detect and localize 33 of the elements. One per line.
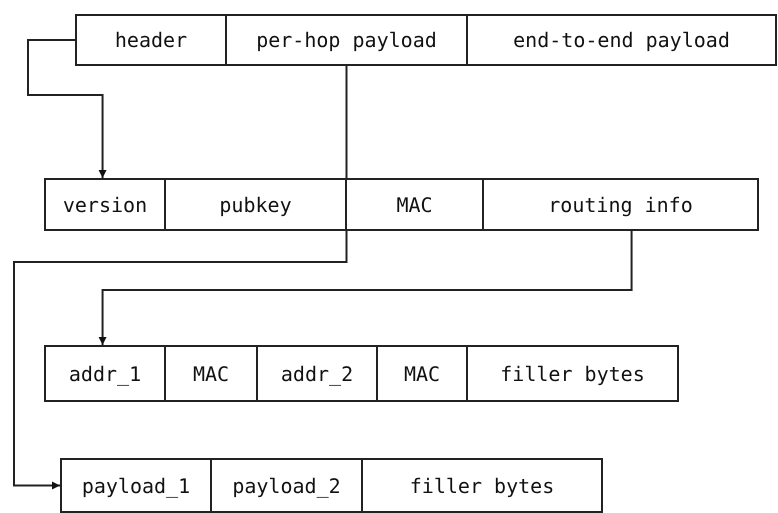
field-cell bbox=[466, 14, 777, 66]
field-label: version bbox=[62, 192, 148, 216]
field-label: filler bytes bbox=[500, 362, 645, 386]
field-label: payload_1 bbox=[82, 474, 190, 498]
field-cell bbox=[466, 345, 679, 402]
field-cell bbox=[225, 14, 468, 66]
field-label: filler bytes bbox=[410, 474, 554, 498]
field-label: addr_1 bbox=[68, 362, 142, 386]
field-cell bbox=[361, 458, 603, 513]
field-label: MAC bbox=[192, 362, 230, 386]
arrow bbox=[98, 231, 633, 345]
field-label: payload_2 bbox=[232, 474, 341, 498]
field-cell bbox=[345, 178, 484, 231]
field-cell bbox=[44, 178, 166, 231]
field-cell bbox=[482, 178, 759, 231]
field-cell bbox=[44, 345, 166, 402]
field-cell bbox=[164, 345, 258, 402]
field-label: addr_2 bbox=[280, 362, 354, 386]
field-label: per-hop payload bbox=[256, 28, 437, 52]
field-label: header bbox=[114, 28, 188, 52]
arrow bbox=[13, 66, 348, 490]
field-cell bbox=[75, 14, 227, 66]
field-label: end-to-end payload bbox=[513, 28, 730, 52]
field-cell bbox=[60, 458, 212, 513]
field-cell bbox=[256, 345, 378, 402]
field-cell bbox=[376, 345, 468, 402]
field-cell bbox=[210, 458, 363, 513]
arrow bbox=[27, 39, 107, 178]
field-label: routing info bbox=[548, 192, 693, 216]
field-cell bbox=[164, 178, 347, 231]
field-label: pubkey bbox=[219, 192, 292, 216]
field-label: MAC bbox=[396, 192, 433, 216]
field-label: MAC bbox=[404, 362, 440, 386]
